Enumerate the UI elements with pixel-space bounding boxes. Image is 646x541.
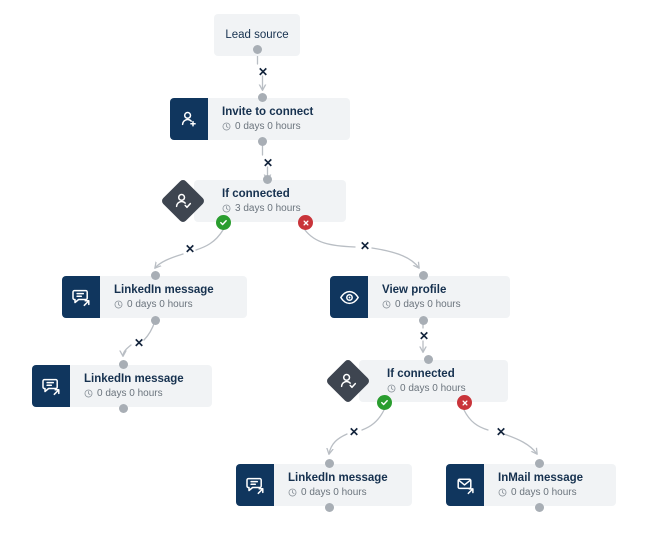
node-duration: 3 days 0 hours [235, 202, 301, 214]
port-if-connected-1-in[interactable] [263, 175, 272, 184]
node-title: LinkedIn message [114, 283, 214, 296]
branch-badge-no-1[interactable] [298, 215, 313, 230]
port-invite-out[interactable] [258, 137, 267, 146]
edge-if-connected-2-yes-to-linkedin-3-delete-icon[interactable]: ✕ [348, 425, 360, 439]
node-subtitle: 0 days 0 hours [222, 121, 313, 133]
node-subtitle: 0 days 0 hours [387, 383, 466, 395]
edge-linkedin-1-to-linkedin-2-delete-icon[interactable]: ✕ [133, 336, 145, 350]
node-if-connected-2[interactable]: If connected 0 days 0 hours [325, 360, 508, 402]
node-inmail-message[interactable]: InMail message 0 days 0 hours [446, 464, 616, 506]
node-subtitle: 3 days 0 hours [222, 203, 301, 215]
node-duration: 0 days 0 hours [301, 486, 367, 498]
node-text: LinkedIn message 0 days 0 hours [100, 284, 230, 311]
edge-if-connected-no-to-view-profile-delete-icon[interactable]: ✕ [359, 239, 371, 253]
port-invite-in[interactable] [258, 93, 267, 102]
node-text: Lead source [203, 29, 310, 42]
node-title: Invite to connect [222, 105, 314, 118]
port-view-profile-in[interactable] [419, 271, 428, 280]
node-duration: 0 days 0 hours [127, 298, 193, 310]
node-title: LinkedIn message [288, 471, 388, 484]
node-title: InMail message [498, 471, 584, 484]
clock-icon [387, 384, 396, 393]
port-linkedin-1-out[interactable] [151, 316, 160, 325]
node-subtitle: 0 days 0 hours [498, 487, 583, 499]
node-text: LinkedIn message 0 days 0 hours [274, 472, 404, 499]
clock-icon [498, 488, 507, 497]
node-text: Invite to connect 0 days 0 hours [208, 106, 329, 133]
port-linkedin-3-in[interactable] [325, 459, 334, 468]
message-send-icon [32, 365, 70, 407]
node-subtitle: 0 days 0 hours [288, 487, 388, 499]
node-body[interactable]: LinkedIn message 0 days 0 hours [70, 365, 212, 407]
person-add-icon [170, 98, 208, 140]
node-duration: 0 days 0 hours [235, 120, 301, 132]
person-check-icon [338, 371, 358, 391]
branch-badge-yes-2[interactable] [377, 395, 392, 410]
mail-send-icon [446, 464, 484, 506]
port-linkedin-2-in[interactable] [119, 360, 128, 369]
port-lead-source-out[interactable] [253, 45, 262, 54]
node-subtitle: 0 days 0 hours [382, 299, 461, 311]
node-linkedin-message-1[interactable]: LinkedIn message 0 days 0 hours [62, 276, 247, 318]
node-title: Lead source [225, 28, 289, 41]
node-duration: 0 days 0 hours [97, 387, 163, 399]
node-duration: 0 days 0 hours [511, 486, 577, 498]
node-duration: 0 days 0 hours [395, 298, 461, 310]
person-check-icon [173, 191, 193, 211]
message-send-icon [236, 464, 274, 506]
edge-if-connected-yes-to-linkedin-1-delete-icon[interactable]: ✕ [184, 242, 196, 256]
clock-icon [222, 122, 231, 131]
branch-badge-no-2[interactable] [457, 395, 472, 410]
node-text: View profile 0 days 0 hours [368, 284, 477, 311]
port-linkedin-1-in[interactable] [151, 271, 160, 280]
edge-if-connected-2-no-to-inmail-delete-icon[interactable]: ✕ [495, 425, 507, 439]
node-text: LinkedIn message 0 days 0 hours [70, 373, 200, 400]
node-subtitle: 0 days 0 hours [114, 299, 214, 311]
node-title: LinkedIn message [84, 372, 184, 385]
clock-icon [114, 300, 123, 309]
eye-icon [330, 276, 368, 318]
port-view-profile-out[interactable] [419, 316, 428, 325]
clock-icon [84, 389, 93, 398]
node-body[interactable]: InMail message 0 days 0 hours [484, 464, 616, 506]
node-title: View profile [382, 283, 447, 296]
edge-invite-to-if-connected-delete-icon[interactable]: ✕ [262, 156, 274, 170]
node-linkedin-message-3[interactable]: LinkedIn message 0 days 0 hours [236, 464, 412, 506]
edge-view-profile-to-if-connected-2-delete-icon[interactable]: ✕ [418, 329, 430, 343]
node-invite-to-connect[interactable]: Invite to connect 0 days 0 hours [170, 98, 350, 140]
clock-icon [382, 300, 391, 309]
clock-icon [222, 204, 231, 213]
node-body[interactable]: LinkedIn message 0 days 0 hours [100, 276, 247, 318]
node-view-profile[interactable]: View profile 0 days 0 hours [330, 276, 510, 318]
port-if-connected-2-in[interactable] [424, 355, 433, 364]
node-subtitle: 0 days 0 hours [84, 388, 184, 400]
port-linkedin-2-out[interactable] [119, 404, 128, 413]
node-body[interactable]: View profile 0 days 0 hours [368, 276, 510, 318]
node-body[interactable]: LinkedIn message 0 days 0 hours [274, 464, 412, 506]
condition-diamond [160, 178, 206, 224]
message-send-icon [62, 276, 100, 318]
port-inmail-in[interactable] [535, 459, 544, 468]
port-linkedin-3-out[interactable] [325, 503, 334, 512]
edge-lead-source-to-invite-delete-icon[interactable]: ✕ [257, 65, 269, 79]
node-text: If connected 0 days 0 hours [373, 368, 482, 395]
node-body[interactable]: If connected 3 days 0 hours [194, 180, 346, 222]
node-title: If connected [387, 367, 455, 380]
node-title: If connected [222, 187, 290, 200]
node-text: InMail message 0 days 0 hours [484, 472, 599, 499]
clock-icon [288, 488, 297, 497]
node-if-connected-1[interactable]: If connected 3 days 0 hours [160, 180, 346, 222]
node-linkedin-message-2[interactable]: LinkedIn message 0 days 0 hours [32, 365, 212, 407]
port-inmail-out[interactable] [535, 503, 544, 512]
node-text: If connected 3 days 0 hours [208, 188, 317, 215]
node-duration: 0 days 0 hours [400, 382, 466, 394]
node-body[interactable]: Invite to connect 0 days 0 hours [208, 98, 350, 140]
branch-badge-yes-1[interactable] [216, 215, 231, 230]
condition-diamond [325, 358, 371, 404]
